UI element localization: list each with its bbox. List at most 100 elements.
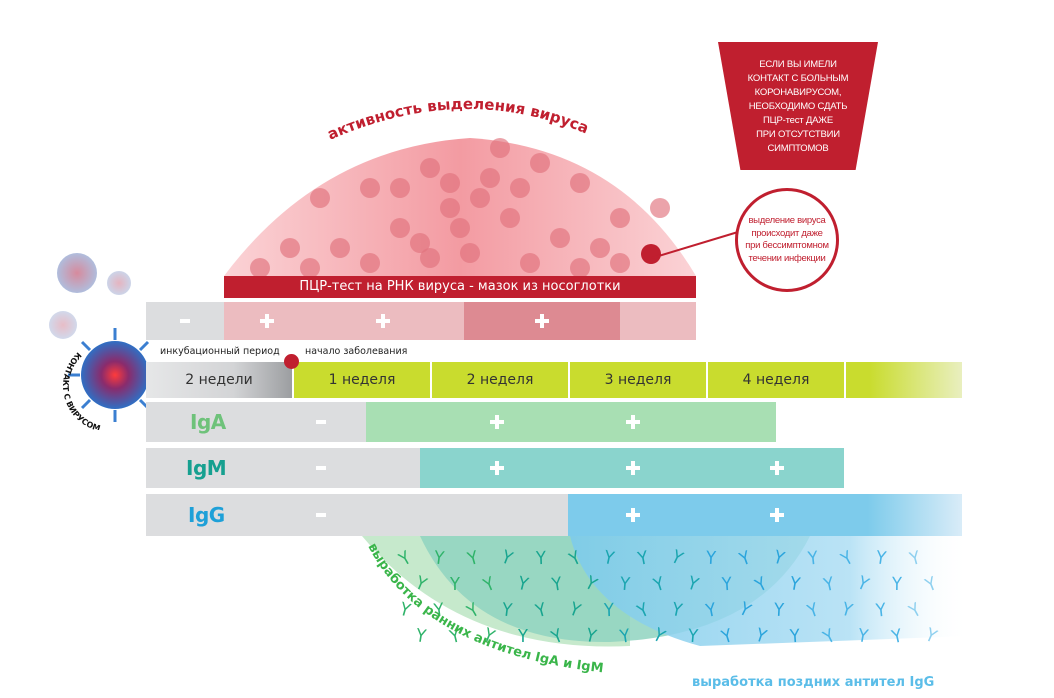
plus-icon (770, 508, 784, 522)
igm-label: IgM (186, 456, 227, 480)
plus-icon (626, 415, 640, 429)
week-cell-fade (846, 362, 962, 398)
virus-dot-icon (250, 258, 270, 278)
virus-dot-icon (610, 253, 630, 273)
callout-line: происходит даже (751, 227, 823, 239)
virus-particle-icon (49, 311, 77, 339)
week-label: 2 неделя (466, 372, 534, 388)
iga-negative-cell (146, 402, 366, 442)
virus-dot-icon (490, 138, 510, 158)
antibody-icon: Y (535, 548, 547, 569)
antibody-icon: Y (618, 573, 631, 595)
virus-particle-icon (57, 253, 97, 293)
callout-line: НЕОБХОДИМО СДАТЬ (748, 101, 848, 112)
antibody-icon: Y (821, 573, 836, 596)
plus-icon (260, 314, 274, 328)
antibody-icon: Y (517, 626, 528, 647)
virus-dot-icon (420, 158, 440, 178)
antibody-icon: Y (635, 547, 650, 570)
virus-dot-icon (390, 218, 410, 238)
virus-dot-icon (450, 218, 470, 238)
antibody-icon: Y (686, 625, 699, 647)
minus-icon (180, 319, 190, 323)
callout-line: выделение вируса (748, 215, 826, 226)
antibody-icon: Y (720, 574, 732, 596)
callout-connector (651, 231, 739, 259)
antibody-icon: Y (413, 625, 427, 647)
antibody-icon: Y (704, 548, 716, 570)
virus-dot-icon (520, 253, 540, 273)
coronavirus-icon: КОНТАКТ С ВИРУСОМ (61, 328, 162, 430)
pcr-cell (224, 302, 464, 340)
antibody-icon: Y (603, 600, 615, 621)
virus-dot-icon (310, 188, 330, 208)
antibody-icon: Y (874, 547, 888, 569)
week-label: 1 неделя (328, 372, 396, 388)
antibody-icon: Y (447, 625, 463, 648)
virus-dot-icon (610, 208, 630, 228)
late-zone (570, 536, 970, 646)
pcr-cell (464, 302, 620, 340)
plus-icon (626, 461, 640, 475)
antibody-icon: Y (907, 547, 923, 570)
virus-dot-icon (460, 243, 480, 263)
virus-dots (250, 138, 670, 278)
incubation-label: инкубационный период (160, 346, 280, 357)
igm-negative-cell (146, 448, 420, 488)
plus-icon (626, 508, 640, 522)
week-cell: 2 неделя (432, 362, 568, 398)
antibody-icon: Y (772, 600, 784, 622)
igm-positive-cell (420, 448, 844, 488)
antibody-icon: Y (550, 573, 564, 595)
week-cell: 1 неделя (294, 362, 430, 398)
antibody-icon: Y (889, 625, 904, 648)
callout-line: при бессимптомном (745, 240, 829, 251)
virus-dot-icon (300, 258, 320, 278)
plus-icon (535, 314, 549, 328)
virus-dot-icon (420, 248, 440, 268)
plus-icon (490, 461, 504, 475)
callout-line: ЕСЛИ ВЫ ИМЕЛИ (759, 59, 837, 70)
pcr-cell (146, 302, 224, 340)
plus-icon (376, 314, 390, 328)
antibody-icon: Y (449, 574, 460, 595)
callout-line: ПЦР-тест ДАЖЕ (763, 115, 833, 126)
antibody-icon: Y (432, 547, 445, 569)
week-label: 3 неделя (604, 372, 672, 388)
igg-negative-cell (146, 494, 568, 536)
week-cell: 4 неделя (708, 362, 844, 398)
minus-icon (316, 513, 326, 517)
antibody-icon: Y (669, 599, 684, 622)
virus-dot-icon (570, 173, 590, 193)
antibody-icon: Y (618, 625, 632, 647)
highlighted-virus-icon (641, 244, 661, 264)
antibody-icon: Y (787, 573, 801, 596)
virus-dot-icon (390, 178, 410, 198)
pcr-cell (620, 302, 696, 340)
antibody-icon: Y (515, 573, 531, 596)
antibody-icon: Y (788, 626, 800, 648)
virus-dot-icon (590, 238, 610, 258)
antibody-icon: Y (855, 625, 869, 648)
antibody-icon: Y (874, 600, 887, 622)
antibody-icon: Y (432, 600, 445, 622)
plus-icon (770, 461, 784, 475)
callout-line: КОРОНАВИРУСОМ, (754, 87, 842, 98)
minus-icon (316, 466, 326, 470)
callout-line: СИМПТОМОВ (767, 143, 829, 154)
virus-dot-icon (440, 198, 460, 218)
antibody-icon: Y (806, 548, 819, 570)
virus-dot-icon (500, 208, 520, 228)
dome-title: активность выделения вируса (325, 95, 592, 144)
virus-dot-icon (360, 253, 380, 273)
antibody-icon: Y (601, 547, 616, 570)
callout-line: КОНТАКТ С БОЛЬНЫМ (747, 73, 849, 84)
antibody-icon: Y (703, 599, 718, 622)
asymptomatic-callout: выделение вируса происходит даже при бес… (735, 188, 839, 292)
contact-warning-callout: ЕСЛИ ВЫ ИМЕЛИ КОНТАКТ С БОЛЬНЫМ КОРОНАВИ… (718, 42, 878, 170)
virus-dot-icon (480, 168, 500, 188)
virus-dot-icon (510, 178, 530, 198)
virus-dot-icon (360, 178, 380, 198)
incubation-period-text: 2 недели (185, 372, 253, 388)
